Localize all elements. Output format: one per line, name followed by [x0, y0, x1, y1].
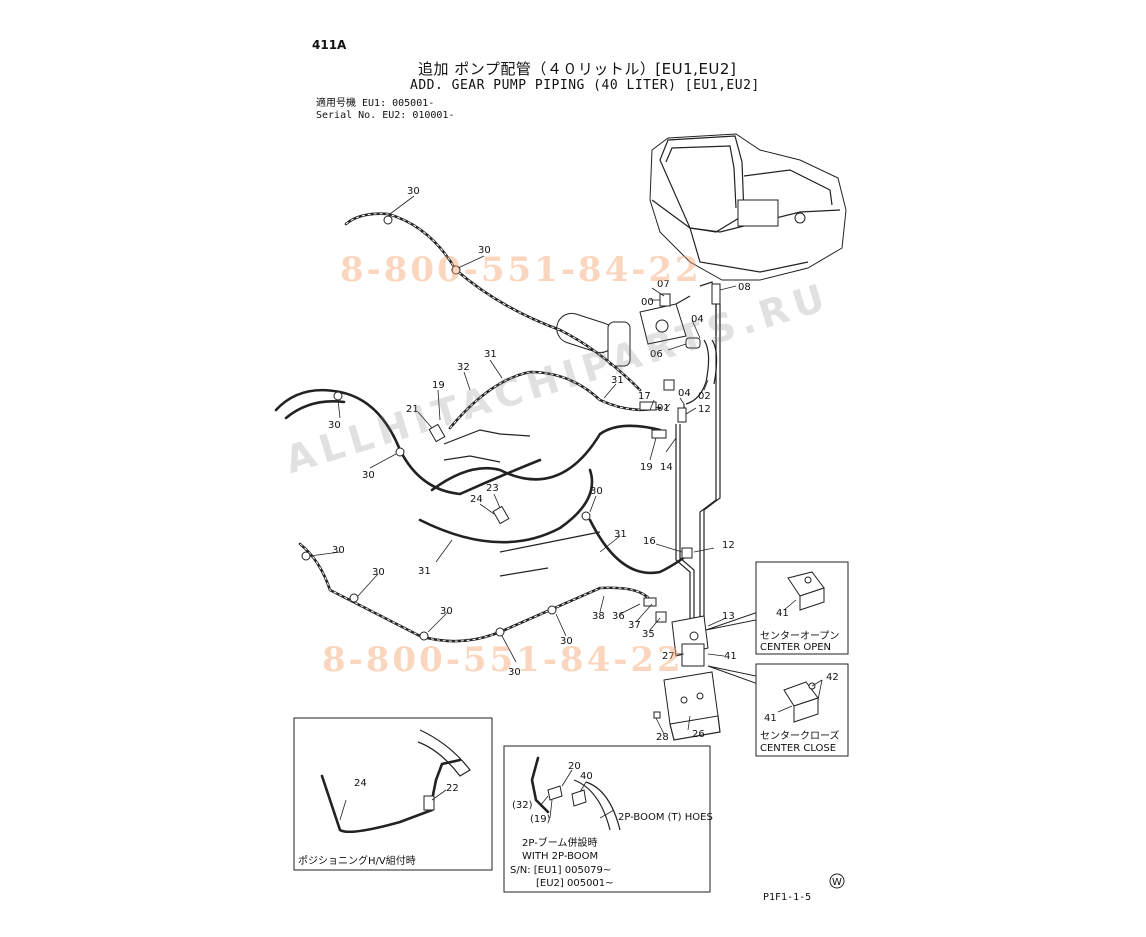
inset-center-close [755, 663, 849, 757]
callout-30: 30 [508, 667, 521, 678]
hose-clamps [301, 215, 591, 641]
callout-30: 30 [478, 245, 491, 256]
drawing-code: P1F1-1-5 [763, 892, 812, 903]
callout-21: 21 [406, 404, 419, 415]
callout-16: 16 [643, 536, 656, 547]
callout-13: 13 [722, 611, 735, 622]
watermark-phone-bottom: 8-800-551-84-22 [322, 640, 684, 680]
leader-lines [309, 195, 737, 735]
callout-30: 30 [362, 470, 375, 481]
callout-31: 31 [611, 375, 624, 386]
callout-41: 41 [776, 608, 789, 619]
page-code: 411A [312, 38, 347, 52]
callout-36: 36 [612, 611, 625, 622]
callout-27: 27 [662, 651, 675, 662]
hose-30-bottom [298, 542, 652, 643]
center-close-jp: センタークローズ [760, 729, 840, 742]
hose-31-middle [430, 424, 662, 492]
callout-30: 30 [372, 567, 385, 578]
callout-19: 19 [640, 462, 653, 473]
callout-28: 28 [656, 732, 669, 743]
callout-labels: 30 30 07 08 00 04 06 31 32 31 19 17 04 0… [328, 186, 839, 743]
positioning-part-22: 22 [446, 783, 459, 794]
callout-26: 26 [692, 729, 705, 740]
boom-line-1: 2P-ブーム併設時 [522, 836, 597, 849]
callout-30: 30 [560, 636, 573, 647]
fittings [428, 379, 693, 623]
callout-17: 17 [638, 391, 651, 402]
callout-37: 37 [628, 620, 641, 631]
title-japanese: 追加 ポンプ配管（４０リットル）[EU1,EU2] [418, 60, 737, 78]
callout-01: 01 [657, 403, 670, 414]
callout-30: 30 [590, 486, 603, 497]
boom-line-2: WITH 2P-BOOM [522, 851, 598, 862]
serial-english: Serial No. EU2: 010001- [316, 110, 455, 121]
callout-00: 00 [641, 297, 654, 308]
boom-part-40: 40 [580, 771, 593, 782]
excavator-upper-icon [649, 133, 847, 281]
positioning-caption: ポジショニングH/V組付時 [298, 854, 416, 867]
callout-31: 31 [484, 349, 497, 360]
callout-06: 06 [650, 349, 663, 360]
callout-31: 31 [418, 566, 431, 577]
callout-08: 08 [738, 282, 751, 293]
positioning-part-24: 24 [354, 778, 367, 789]
vertical-pipes [675, 304, 721, 625]
callout-14: 14 [660, 462, 673, 473]
boom-hose-label: 2P-BOOM (T) HOES [618, 812, 713, 823]
hose-31-lower [418, 468, 594, 544]
svg-text:W: W [832, 877, 842, 888]
callout-30: 30 [440, 606, 453, 617]
callout-35: 35 [642, 629, 655, 640]
center-open-jp: センターオープン [760, 630, 839, 642]
callout-04: 04 [678, 388, 691, 399]
callout-30: 30 [328, 420, 341, 431]
callout-19: 19 [432, 380, 445, 391]
callout-32: 32 [457, 362, 470, 373]
valve-assembly-icon [653, 615, 721, 741]
hose-31-upper [448, 370, 662, 430]
inset-2p-boom [503, 745, 711, 893]
arrow-center-close [707, 665, 759, 685]
callout-23: 23 [486, 483, 499, 494]
callout-30: 30 [407, 186, 420, 197]
boom-part-32: (32) [512, 800, 533, 811]
serial-block: 適用号機 EU1: 005001- Serial No. EU2: 010001… [316, 98, 454, 122]
serial-japanese: 適用号機 EU1: 005001- [316, 98, 435, 109]
circled-w-mark: W [829, 873, 845, 889]
boom-part-19: (19) [530, 814, 551, 825]
callout-12: 12 [722, 540, 735, 551]
boom-line-4: [EU2] 005001~ [536, 878, 614, 889]
callout-12: 12 [698, 404, 711, 415]
callout-31: 31 [614, 529, 627, 540]
center-open-en: CENTER OPEN [760, 642, 831, 653]
callout-04: 04 [691, 314, 704, 325]
inset-positioning [293, 717, 493, 871]
callout-41: 41 [724, 651, 737, 662]
boom-part-20: 20 [568, 761, 581, 772]
watermark-phone-top: 8-800-551-84-22 [340, 250, 702, 290]
callout-24: 24 [470, 494, 483, 505]
callout-42: 42 [826, 672, 839, 683]
callout-38: 38 [592, 611, 605, 622]
callout-02: 02 [698, 391, 711, 402]
center-close-en: CENTER CLOSE [760, 743, 836, 754]
callout-07: 07 [657, 279, 670, 290]
inset-center-open [755, 561, 849, 655]
callout-41: 41 [764, 713, 777, 724]
inset-captions: センターオープン CENTER OPEN センタークローズ CENTER CLO… [298, 630, 840, 889]
title-english: ADD. GEAR PUMP PIPING (40 LITER) [EU1,EU… [410, 78, 760, 93]
callout-30: 30 [332, 545, 345, 556]
hose-31-right [588, 518, 692, 575]
boom-line-3: S/N: [EU1] 005079~ [510, 865, 611, 876]
